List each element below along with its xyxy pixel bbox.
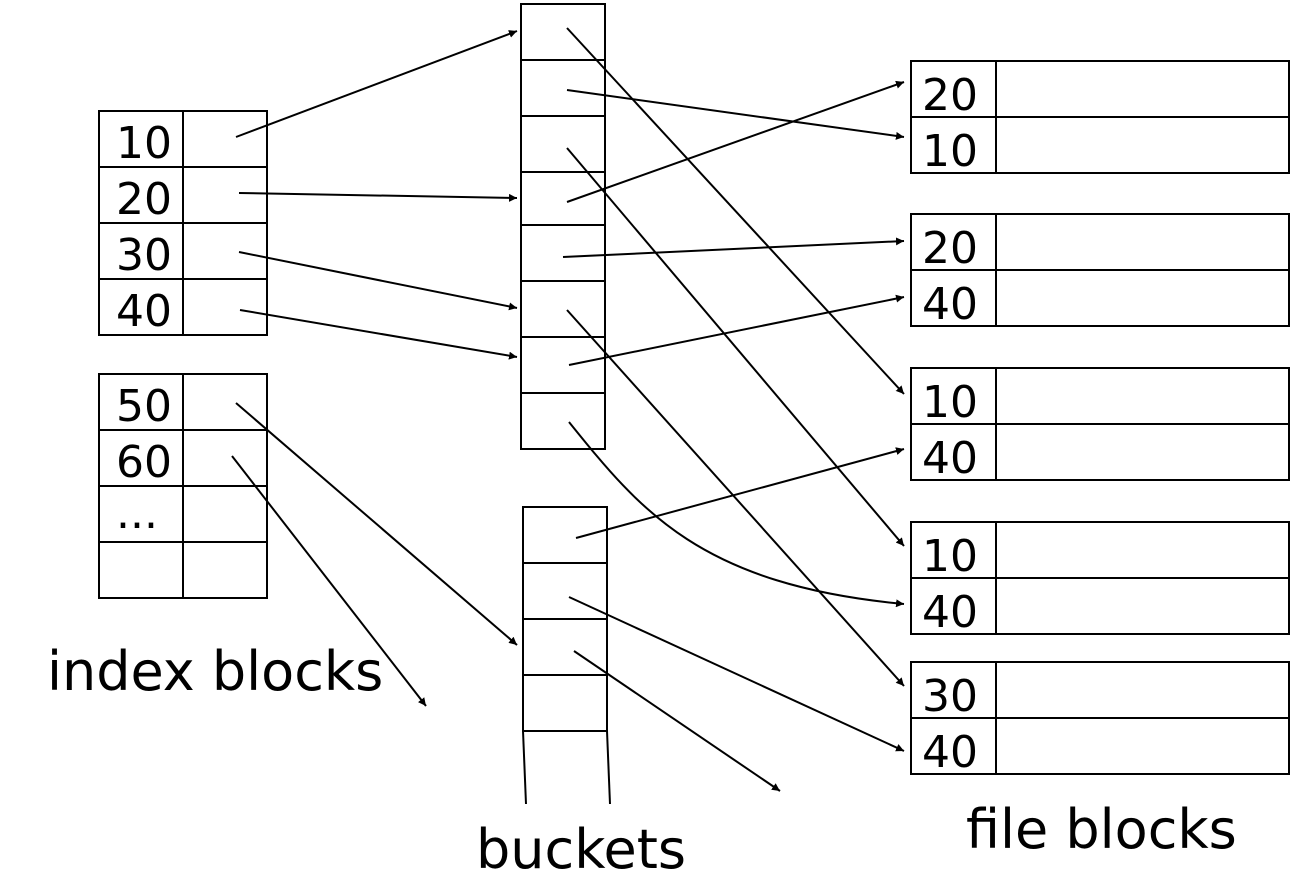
bucket-to-file-arrows xyxy=(562,27,905,792)
file-block-2: 20 40 xyxy=(910,213,1290,330)
file-record-cell xyxy=(995,269,1290,327)
bucket-cell xyxy=(520,336,606,394)
index-key-cell xyxy=(98,541,184,599)
index-key-label: 40 xyxy=(116,286,172,337)
index-block-1: 10 20 30 40 xyxy=(98,110,268,337)
pointer-arrow xyxy=(566,147,905,547)
bucket-cell xyxy=(520,280,606,338)
file-record-cell xyxy=(995,60,1290,118)
file-key-label: 40 xyxy=(922,587,978,638)
bucket-block-1 xyxy=(520,3,606,450)
index-to-bucket-arrows xyxy=(231,30,518,707)
file-key-cell xyxy=(910,717,997,775)
index-key-label: ... xyxy=(116,488,158,539)
bucket-continuation-line xyxy=(522,730,527,805)
file-key-cell xyxy=(910,367,997,425)
file-key-label: 10 xyxy=(922,531,978,582)
bucket-block-2 xyxy=(522,506,611,805)
file-block-4: 10 40 xyxy=(910,521,1290,638)
bucket-cell xyxy=(520,224,606,282)
file-block-5: 30 40 xyxy=(910,661,1290,778)
pointer-arrow xyxy=(573,650,781,792)
pointer-arrow xyxy=(238,192,518,202)
index-key-label: 50 xyxy=(116,381,172,432)
bucket-cell xyxy=(520,392,606,450)
file-key-cell xyxy=(910,423,997,481)
index-pointer-cell xyxy=(182,485,268,543)
file-record-cell xyxy=(995,717,1290,775)
bucket-cell xyxy=(522,562,608,620)
file-key-cell xyxy=(910,213,997,271)
pointer-arrow xyxy=(235,30,518,138)
file-record-cell xyxy=(995,367,1290,425)
bucket-cell xyxy=(522,674,608,732)
index-key-label: 10 xyxy=(116,118,172,169)
buckets-label: buckets xyxy=(476,818,686,879)
index-key-label: 30 xyxy=(116,230,172,281)
file-record-cell xyxy=(995,521,1290,579)
index-pointer-cell xyxy=(182,278,268,336)
pointer-arrow xyxy=(568,294,905,366)
pointer-arrow xyxy=(231,455,427,707)
file-key-cell xyxy=(910,269,997,327)
pointer-arrow xyxy=(238,251,518,311)
pointer-arrow xyxy=(562,237,905,258)
index-key-label: 60 xyxy=(116,437,172,488)
pointer-arrow xyxy=(566,309,905,687)
bucket-cell xyxy=(522,618,608,676)
pointer-arrow xyxy=(239,309,518,360)
index-blocks-label: index blocks xyxy=(47,640,383,703)
bucket-cell xyxy=(520,59,606,117)
index-pointer-cell xyxy=(182,110,268,168)
pointer-arrow xyxy=(568,596,905,752)
index-pointer-cell xyxy=(182,429,268,487)
pointer-arrow xyxy=(566,80,905,203)
file-key-cell xyxy=(910,60,997,118)
pointer-arrow xyxy=(566,27,905,395)
index-key-label: 20 xyxy=(116,174,172,225)
index-key-cell xyxy=(98,166,184,224)
file-block-1: 20 10 xyxy=(910,60,1290,177)
bucket-continuation-line xyxy=(606,730,611,805)
pointer-arrow xyxy=(235,402,518,646)
file-block-3: 10 40 xyxy=(910,367,1290,484)
file-blocks-label: file blocks xyxy=(966,798,1237,861)
bucket-cell xyxy=(520,171,606,226)
file-key-label: 10 xyxy=(922,126,978,177)
index-key-cell xyxy=(98,110,184,168)
file-key-label: 30 xyxy=(922,671,978,722)
pointer-arrow xyxy=(568,421,905,608)
file-record-cell xyxy=(995,577,1290,635)
file-key-cell xyxy=(910,661,997,719)
index-pointer-cell xyxy=(182,541,268,599)
bucket-cell xyxy=(520,3,606,61)
file-key-label: 10 xyxy=(922,377,978,428)
file-record-cell xyxy=(995,116,1290,174)
index-block-2: 50 60 ... xyxy=(98,373,268,599)
file-record-cell xyxy=(995,661,1290,719)
index-pointer-cell xyxy=(182,166,268,224)
file-key-label: 20 xyxy=(922,70,978,121)
pointer-arrow xyxy=(566,89,905,140)
pointer-arrow xyxy=(575,447,905,539)
file-key-label: 20 xyxy=(922,223,978,274)
bucket-cell xyxy=(520,115,606,173)
file-key-label: 40 xyxy=(922,279,978,330)
file-key-label: 40 xyxy=(922,727,978,778)
file-record-cell xyxy=(995,423,1290,481)
index-pointer-cell xyxy=(182,373,268,431)
bucket-cell xyxy=(522,506,608,564)
file-record-cell xyxy=(995,213,1290,271)
file-key-label: 40 xyxy=(922,433,978,484)
index-pointer-cell xyxy=(182,222,268,280)
